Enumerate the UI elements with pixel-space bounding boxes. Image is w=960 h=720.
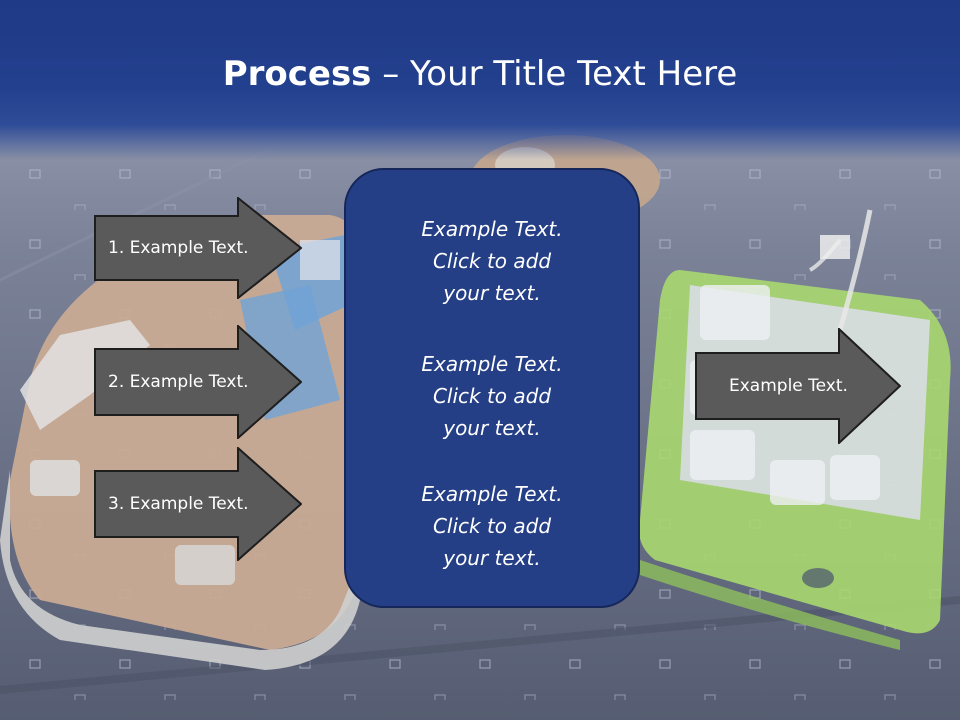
result-label: Example Text.: [729, 376, 848, 396]
step-arrow-1[interactable]: 1. Example Text.: [94, 197, 302, 299]
result-arrow[interactable]: Example Text.: [695, 328, 901, 444]
center-text-line: Click to add: [432, 514, 552, 538]
arrow-right-icon: [94, 197, 302, 299]
center-text-line: Click to add: [432, 249, 552, 273]
step-arrow-3[interactable]: 3. Example Text.: [94, 447, 302, 561]
center-text-line: your text.: [443, 281, 541, 305]
arrow-right-icon: [695, 328, 901, 444]
center-text-line: your text.: [443, 546, 541, 570]
title-bold: Process: [222, 54, 372, 94]
center-text-item-2[interactable]: Example Text. Click to add your text.: [346, 348, 638, 444]
center-text-box[interactable]: Example Text. Click to add your text. Ex…: [344, 168, 640, 608]
center-text-line: your text.: [443, 416, 541, 440]
title-band: [0, 0, 960, 160]
center-text-item-1[interactable]: Example Text. Click to add your text.: [346, 213, 638, 309]
title-rest: – Your Title Text Here: [371, 54, 738, 94]
step-arrow-2[interactable]: 2. Example Text.: [94, 325, 302, 439]
arrow-right-icon: [94, 447, 302, 561]
center-text-line: Example Text.: [421, 482, 563, 506]
step-label: 2. Example Text.: [108, 372, 249, 392]
slide-title[interactable]: Process – Your Title Text Here: [0, 52, 960, 96]
center-text-item-3[interactable]: Example Text. Click to add your text.: [346, 478, 638, 574]
center-text-line: Example Text.: [421, 352, 563, 376]
center-text-line: Example Text.: [421, 217, 563, 241]
step-label: 3. Example Text.: [108, 494, 249, 514]
step-label: 1. Example Text.: [108, 238, 249, 258]
arrow-right-icon: [94, 325, 302, 439]
center-text-line: Click to add: [432, 384, 552, 408]
